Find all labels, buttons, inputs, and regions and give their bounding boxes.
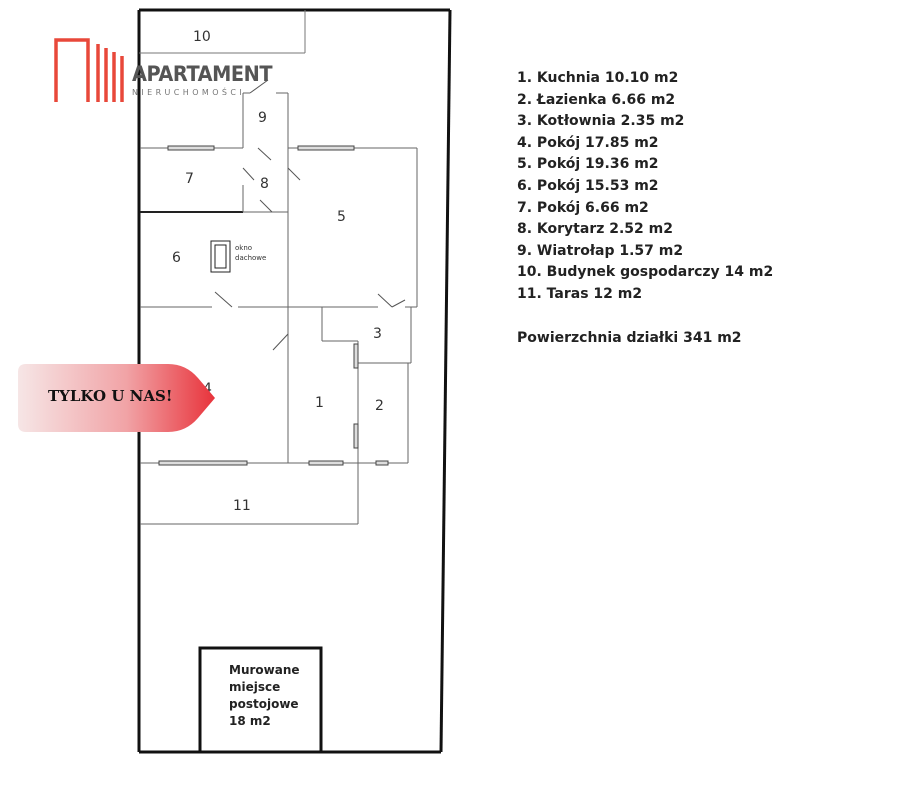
legend-item: 6. Pokój 15.53 m2 xyxy=(517,177,659,194)
legend-item: 11. Taras 12 m2 xyxy=(517,285,643,302)
house-walls xyxy=(140,92,418,525)
parking-label-line4: 18 m2 xyxy=(229,714,271,728)
parking-spot: Murowane miejsce postojowe 18 m2 xyxy=(198,646,323,754)
parking-label-line2: miejsce xyxy=(229,680,280,694)
room-number-3: 3 xyxy=(373,326,382,342)
room-number-11: 11 xyxy=(233,498,251,514)
room-number-8: 8 xyxy=(260,176,269,192)
legend-item: 10. Budynek gospodarczy 14 m2 xyxy=(517,264,774,281)
room-number-7: 7 xyxy=(185,171,194,187)
legend-item: 1. Kuchnia 10.10 m2 xyxy=(517,70,679,86)
skylight: okno dachowe xyxy=(210,240,266,273)
room-number-2: 2 xyxy=(375,398,384,414)
room-number-10: 10 xyxy=(193,29,211,45)
room-number-9: 9 xyxy=(258,110,267,126)
legend-item: 5. Pokój 19.36 m2 xyxy=(517,156,659,173)
legend-item: 9. Wiatrołap 1.57 m2 xyxy=(517,242,684,259)
windows xyxy=(158,145,389,466)
legend-item: 8. Korytarz 2.52 m2 xyxy=(517,221,673,238)
room-legend: 1. Kuchnia 10.10 m2 2. Łazienka 6.66 m2 … xyxy=(517,68,773,349)
parking-label-line3: postojowe xyxy=(229,697,299,711)
room-number-1: 1 xyxy=(315,395,324,411)
skylight-label-line2: dachowe xyxy=(235,254,266,262)
exclusive-badge xyxy=(18,364,215,432)
legend-item: 4. Pokój 17.85 m2 xyxy=(517,134,659,151)
legend-item: 7. Pokój 6.66 m2 xyxy=(517,199,649,216)
legend-item: 2. Łazienka 6.66 m2 xyxy=(517,91,676,108)
room-number-6: 6 xyxy=(172,250,181,266)
skylight-label-line1: okno xyxy=(235,244,252,252)
doors xyxy=(214,79,406,351)
badge-text: TYLKO U NAS! xyxy=(48,387,173,405)
outbuilding xyxy=(139,10,306,54)
room-number-4: 4 xyxy=(203,381,212,397)
apartament-logo-icon xyxy=(54,38,124,102)
legend-item: 3. Kotłownia 2.35 m2 xyxy=(517,113,685,130)
parking-label-line1: Murowane xyxy=(229,663,300,677)
plot-area: Powierzchnia działki 341 m2 xyxy=(517,329,742,346)
logo-brand: APARTAMENT xyxy=(132,62,273,86)
logo-tagline: NIERUCHOMOŚCI xyxy=(132,88,246,97)
room-number-5: 5 xyxy=(337,209,346,225)
